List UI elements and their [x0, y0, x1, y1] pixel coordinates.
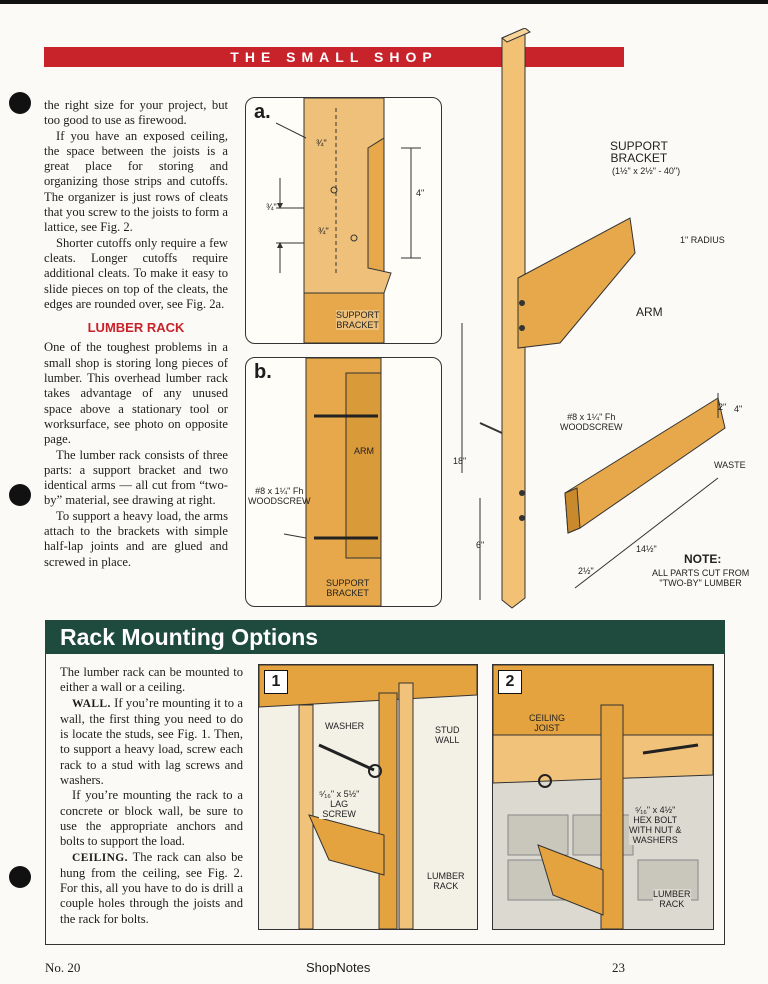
callout-stud-wall: STUD WALL: [435, 725, 460, 745]
section-banner: [44, 47, 624, 67]
figure-2-number: 2: [498, 670, 522, 694]
figure-1: 1 WASHER STUD WALL ⁵⁄₁₆" x 5½" LAG SCREW…: [258, 664, 478, 930]
callout-ceiling-joist: CEILING JOIST: [529, 713, 566, 733]
footer-issue: No. 20: [45, 960, 81, 975]
figure-2-drawing: [493, 665, 713, 929]
dim-2-half: 2½": [578, 566, 594, 576]
article-paragraph: the right size for your project, but too…: [44, 98, 228, 128]
ceiling-runin: CEILING.: [72, 851, 128, 864]
callout-hex-bolt: ⁵⁄₁₆" x 4½" HEX BOLT WITH NUT & WASHERS: [629, 805, 682, 845]
figure-2: 2 CEILING JOIST ⁵⁄₁₆" x 4½" HEX BOLT WIT…: [492, 664, 714, 930]
article-paragraph: One of the toughest problems in a small …: [44, 340, 228, 447]
figure-a-label: a.: [254, 101, 271, 123]
article-paragraph: Shorter cutoffs only require a few cleat…: [44, 235, 228, 311]
binder-hole-icon: [9, 866, 31, 888]
callout-radius: 1" RADIUS: [680, 235, 725, 245]
article-paragraph: The rack can also be hung from the ceili…: [60, 849, 243, 926]
figure-1-number: 1: [264, 670, 288, 694]
callout-support-bracket: SUPPORT BRACKET: [326, 578, 370, 598]
dim-4: 4": [734, 404, 743, 414]
footer-magazine: ShopNotes: [306, 960, 371, 975]
callout-lag-screw: ⁵⁄₁₆" x 5½" LAG SCREW: [319, 789, 360, 819]
rack-text-column: The lumber rack can be mounted to either…: [60, 665, 243, 927]
dim-14-half: 14½": [636, 544, 657, 554]
callout-lumber-rack: LUMBER RACK: [427, 871, 465, 891]
dim-18: 18": [453, 456, 467, 466]
banner-title: THE SMALL SHOP: [230, 49, 438, 65]
main-exploded-drawing: [461, 28, 726, 609]
binder-hole-icon: [9, 92, 31, 114]
subhead-lumber-rack: LUMBER RACK: [87, 320, 185, 336]
figure-b-drawing: [283, 358, 382, 606]
callout-lumber-rack: LUMBER RACK: [653, 889, 691, 909]
callout-support-bracket: SUPPORT BRACKET: [336, 310, 380, 330]
rack-section-title: Rack Mounting Options: [60, 624, 319, 650]
note-text: ALL PARTS CUT FROM "TWO-BY" LUMBER: [652, 568, 750, 588]
callout-arm: ARM: [354, 446, 374, 456]
rack-section-header: [45, 620, 725, 654]
top-rule: [0, 0, 768, 4]
figure-a: a. ¾" ¾" ¾" 4" SUPPORT BRACKET: [245, 97, 442, 344]
callout-arm: ARM: [636, 305, 663, 319]
article-paragraph: If you’re mounting it to a wall, the fir…: [60, 695, 243, 788]
figure-a-drawing: [275, 98, 421, 343]
callout-woodscrew: #8 x 1¼" Fh WOODSCREW: [560, 412, 623, 432]
article-column: the right size for your project, but too…: [44, 98, 228, 570]
dim-2: 2": [718, 402, 727, 412]
article-paragraph: If you’re mounting the rack to a concret…: [60, 788, 243, 849]
figure-1-drawing: [259, 665, 477, 929]
article-paragraph: The lumber rack can be mounted to either…: [60, 665, 243, 695]
dim-label: 4": [416, 188, 425, 198]
binder-hole-icon: [9, 484, 31, 506]
dim-label: ¾": [316, 138, 327, 148]
callout-support-bracket: SUPPORT BRACKET: [610, 139, 668, 165]
article-paragraph: To support a heavy load, the arms attach…: [44, 508, 228, 569]
wall-runin: WALL.: [72, 697, 111, 710]
callout-washer: WASHER: [325, 721, 365, 731]
dim-label: ¾": [318, 226, 329, 236]
callout-waste: WASTE: [714, 460, 746, 470]
note-title: NOTE:: [684, 552, 722, 566]
callout-woodscrew: #8 x 1¼" Fh WOODSCREW: [248, 486, 311, 506]
dim-label: ¾": [266, 202, 277, 212]
figure-b-label: b.: [254, 361, 272, 383]
callout-bracket-dims: (1½" x 2½" - 40"): [612, 166, 681, 176]
figure-b: b. ARM #8 x 1¼" Fh WOODSCREW SUPPORT BRA…: [245, 357, 442, 607]
footer-page-number: 23: [612, 960, 625, 975]
article-paragraph: The lumber rack consists of three parts:…: [44, 447, 228, 508]
article-paragraph: If you have an exposed ceiling, the spac…: [44, 128, 228, 235]
dim-6: 6": [476, 540, 485, 550]
